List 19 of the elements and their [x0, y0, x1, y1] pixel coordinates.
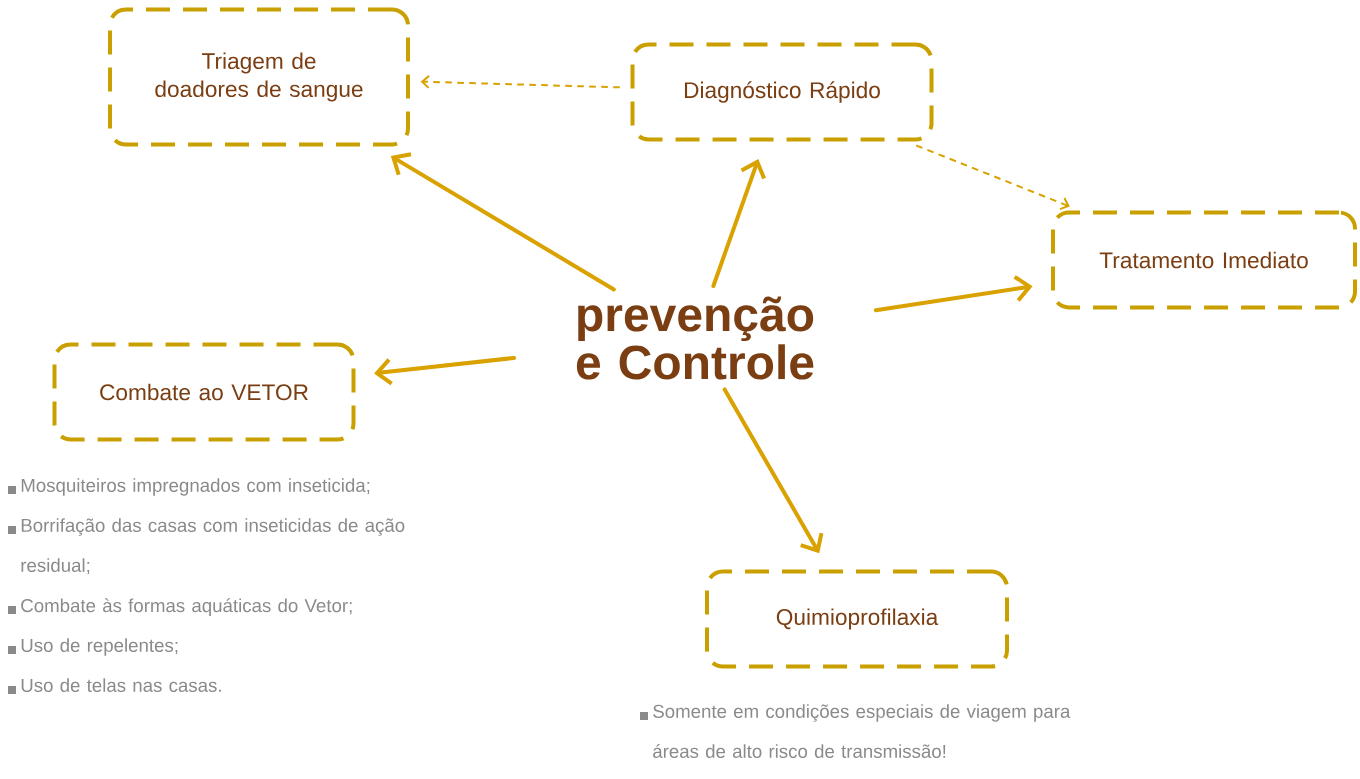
- arrow: [873, 275, 1033, 313]
- bullet-item: Uso de telas nas casas.: [8, 678, 221, 694]
- arrow: [390, 152, 616, 292]
- dashed-box: Diagnóstico Rápido: [630, 42, 934, 142]
- arrow: [374, 355, 517, 386]
- dashed-box: Triagem de doadores de sangue: [108, 7, 410, 147]
- bullet-item: Uso de repelentes;: [8, 638, 178, 656]
- bullet-item: Borrifação das casas com inseticidas de ação residual;: [8, 518, 405, 575]
- bullet-item: Somente em condições especiais de viagem para áreas de alto risco de transmissão!: [640, 704, 1071, 758]
- arrow: [711, 159, 766, 288]
- dashed-arrow: [915, 144, 1070, 211]
- arrow: [722, 387, 824, 554]
- title-text: prevenção e Controle: [576, 296, 814, 380]
- dashed-box: Tratamento Imediato: [1051, 210, 1357, 310]
- bullet-item: Mosquiteiros impregnados com inseticida;: [8, 478, 370, 496]
- bullet-item: Combate às formas aquáticas do Vetor;: [8, 598, 352, 616]
- dashed-box: Combate ao VETOR: [52, 342, 356, 442]
- dashed-box: Quimioprofilaxia: [705, 569, 1009, 669]
- dashed-arrow: [420, 74, 621, 89]
